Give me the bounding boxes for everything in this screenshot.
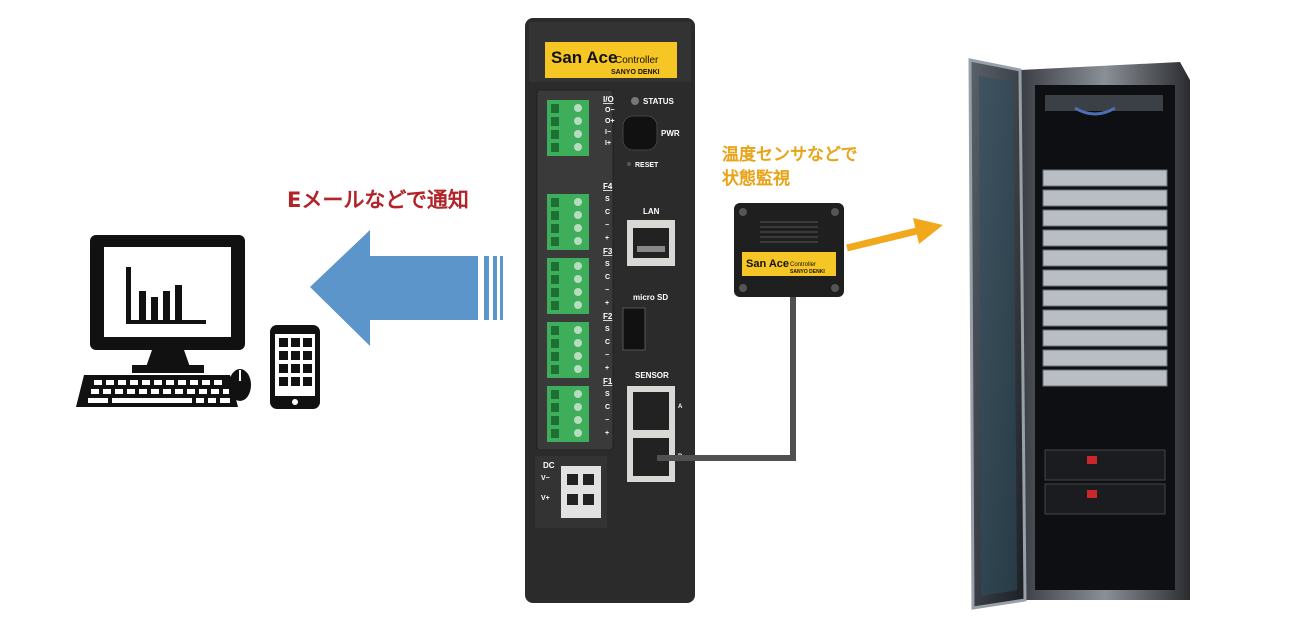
fan-f1-label: F1: [603, 377, 613, 386]
io-pin-label: I−: [605, 129, 611, 136]
sensor-maker: SANYO DENKI: [790, 269, 825, 275]
computer-and-phone-illustration: [76, 235, 320, 409]
io-pin-label: I+: [605, 140, 611, 147]
io-pin-label: O+: [605, 118, 615, 125]
power-button[interactable]: [622, 115, 658, 151]
fan-pin-label: S: [605, 391, 610, 398]
sensor-port-a[interactable]: [633, 392, 669, 430]
monitoring-arrow-icon: [846, 218, 943, 252]
sensor-port-a-label: A: [678, 404, 683, 410]
san-ace-controller-device: San Ace Controller SANYO DENKI I/O O− O+…: [525, 18, 695, 603]
fan-pin-label: +: [605, 365, 609, 372]
fan-f4-terminal-block: [547, 194, 589, 250]
fan-pin-label: −: [605, 222, 609, 229]
controller-product: Controller: [615, 55, 659, 66]
fan-pin-label: +: [605, 430, 609, 437]
fan-f4-label: F4: [603, 182, 613, 191]
fan-f3-terminal-block: [547, 258, 589, 314]
sensor-caption: 温度センサなどで 状態監視: [722, 143, 858, 191]
fan-pin-label: −: [605, 352, 609, 359]
dc-power-connector[interactable]: [561, 466, 601, 518]
fan-f3-label: F3: [603, 247, 613, 256]
status-led-icon: [631, 97, 639, 105]
lan-label: LAN: [643, 207, 660, 216]
fan-pin-label: C: [605, 209, 610, 216]
sensor-brand-label: San Ace Controller SANYO DENKI: [742, 252, 836, 276]
mouse-icon: [229, 369, 251, 401]
bar-chart-icon: [126, 267, 206, 324]
fan-pin-label: S: [605, 261, 610, 268]
sensor-brand: San Ace: [746, 258, 789, 270]
reset-hole-icon[interactable]: [627, 162, 631, 166]
temperature-sensor-unit: San Ace Controller SANYO DENKI: [734, 203, 844, 297]
ups-unit: [1044, 449, 1166, 515]
fan-pin-label: C: [605, 339, 610, 346]
sensor-product: Controller: [790, 262, 816, 268]
fan-pin-label: C: [605, 274, 610, 281]
patch-panel: [1045, 95, 1163, 111]
pwr-label: PWR: [661, 129, 680, 138]
status-label: STATUS: [643, 97, 674, 106]
dc-label: DC: [543, 461, 555, 470]
controller-brand-label: San Ace Controller SANYO DENKI: [545, 42, 677, 78]
server-rack-illustration: [968, 58, 1190, 610]
notification-arrow-icon: [310, 230, 503, 346]
controller-maker: SANYO DENKI: [611, 69, 660, 76]
io-pin-label: O−: [605, 107, 615, 114]
sensor-caption-line1: 温度センサなどで: [722, 145, 858, 165]
fan-pin-label: S: [605, 196, 610, 203]
io-terminal-block: [547, 100, 589, 156]
fan-f2-label: F2: [603, 312, 613, 321]
smartphone-icon: [270, 325, 320, 409]
sensor-cable: [657, 292, 796, 461]
io-group-label: I/O: [603, 95, 614, 104]
fan-pin-label: −: [605, 417, 609, 424]
dc-pin-label: V−: [541, 475, 550, 482]
fan-pin-label: C: [605, 404, 610, 411]
keyboard-icon: [76, 375, 238, 407]
fan-pin-label: −: [605, 287, 609, 294]
fan-pin-label: S: [605, 326, 610, 333]
controller-brand: San Ace: [551, 48, 617, 67]
fan-f2-terminal-block: [547, 322, 589, 378]
dc-pin-label: V+: [541, 495, 550, 502]
microsd-label: micro SD: [633, 293, 668, 302]
microsd-slot[interactable]: [622, 307, 646, 351]
server-unit: [1042, 169, 1168, 387]
sensor-caption-line2: 状態監視: [722, 169, 790, 189]
fan-pin-label: +: [605, 235, 609, 242]
fan-pin-label: +: [605, 300, 609, 307]
notification-caption: Eメールなどで通知: [287, 188, 469, 212]
reset-label: RESET: [635, 162, 659, 169]
sensor-label: SENSOR: [635, 371, 669, 380]
fan-f1-terminal-block: [547, 386, 589, 442]
